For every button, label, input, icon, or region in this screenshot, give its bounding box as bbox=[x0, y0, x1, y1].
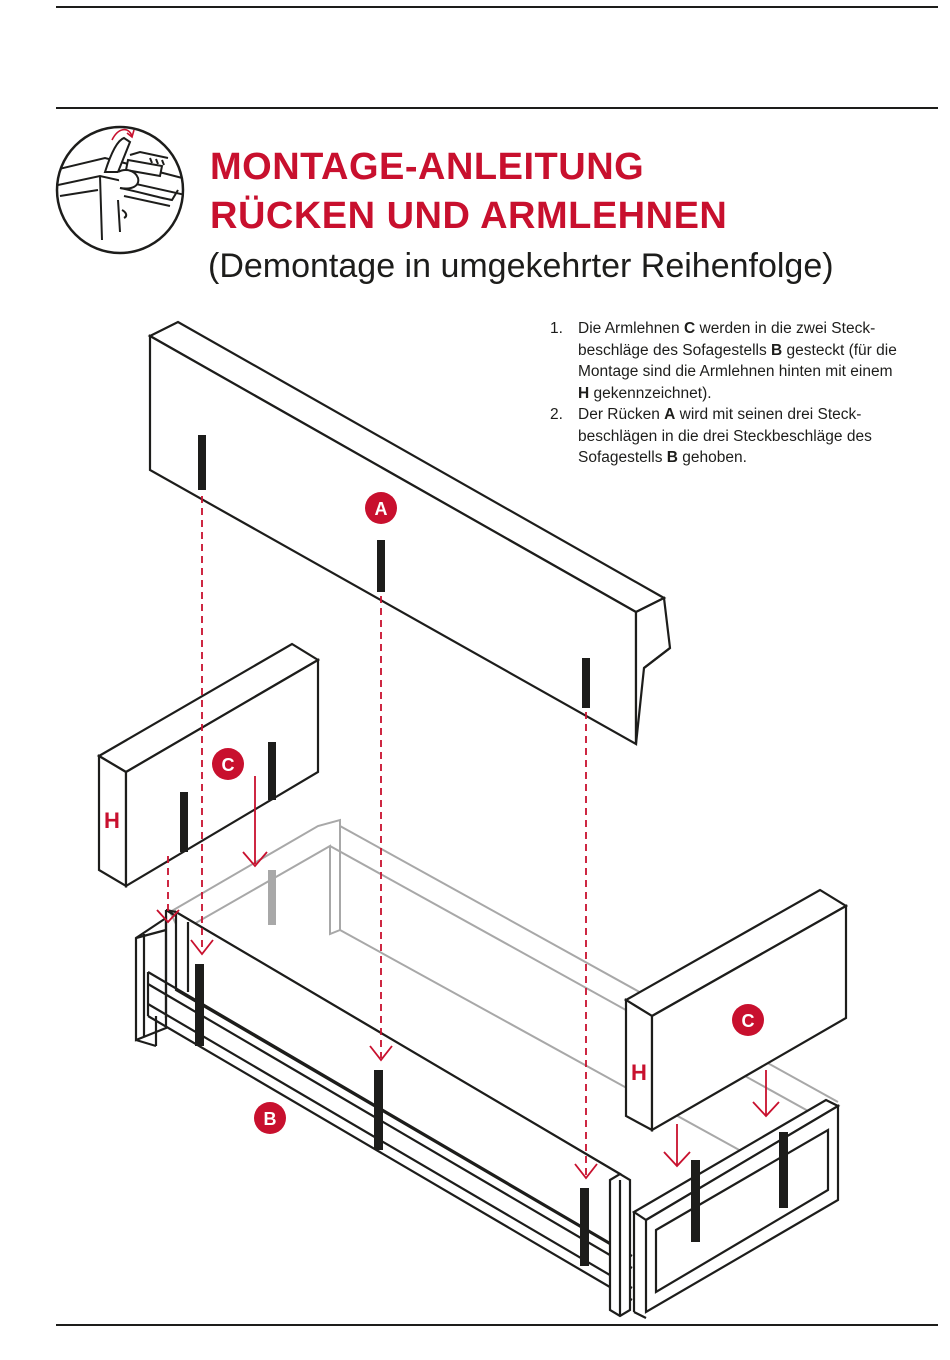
title-line-1: MONTAGE-ANLEITUNG bbox=[210, 146, 645, 188]
part-ref: A bbox=[664, 406, 676, 423]
step-text: wird mit seinen drei Steck­beschlägen in… bbox=[578, 406, 872, 466]
svg-text:C: C bbox=[222, 755, 235, 775]
part-ref: B bbox=[771, 341, 783, 359]
subtitle: (Demontage in umgekehrter Reihenfolge) bbox=[208, 247, 834, 285]
step-text: Die Armlehnen bbox=[578, 320, 684, 337]
svg-text:C: C bbox=[742, 1011, 755, 1031]
marker-C-right: C bbox=[732, 1004, 764, 1036]
top-rule bbox=[56, 6, 938, 8]
svg-text:B: B bbox=[264, 1109, 277, 1129]
rear-mark-left: H bbox=[104, 808, 120, 833]
marker-B: B bbox=[254, 1102, 286, 1134]
header-rule bbox=[56, 107, 938, 109]
marker-C-left: C bbox=[212, 748, 244, 780]
backrest bbox=[147, 320, 672, 746]
svg-text:A: A bbox=[375, 499, 388, 519]
assembly-steps: 1. Die Armlehnen C werden in die zwei St… bbox=[540, 318, 900, 469]
title-line-2: RÜCKEN UND ARMLEHNEN bbox=[210, 195, 728, 237]
rear-mark-right: H bbox=[631, 1060, 647, 1085]
bottom-rule bbox=[56, 1324, 938, 1326]
part-ref: H bbox=[578, 384, 590, 402]
part-ref: C bbox=[683, 320, 696, 337]
part-ref: B bbox=[666, 449, 678, 466]
step-1: 1. Die Armlehnen C werden in die zwei St… bbox=[540, 318, 900, 404]
step-text: gehoben. bbox=[677, 449, 747, 466]
armrest-left bbox=[96, 642, 321, 888]
step-number: 2. bbox=[550, 406, 563, 423]
step-number: 1. bbox=[550, 320, 563, 337]
instruction-icon bbox=[55, 125, 185, 255]
step-2: 2. Der Rücken A wird mit seinen drei Ste… bbox=[540, 404, 900, 469]
guide-lines bbox=[156, 496, 780, 1180]
step-text: gesteckt (für die Montage sind die Armle… bbox=[578, 341, 897, 381]
step-text: werden in die zwei Steck­beschläge des S… bbox=[578, 320, 876, 359]
step-text: Der Rücken bbox=[578, 406, 665, 423]
sofa-frame bbox=[134, 818, 841, 1319]
marker-A: A bbox=[365, 492, 397, 524]
step-text: gekennzeichnet). bbox=[589, 384, 712, 402]
